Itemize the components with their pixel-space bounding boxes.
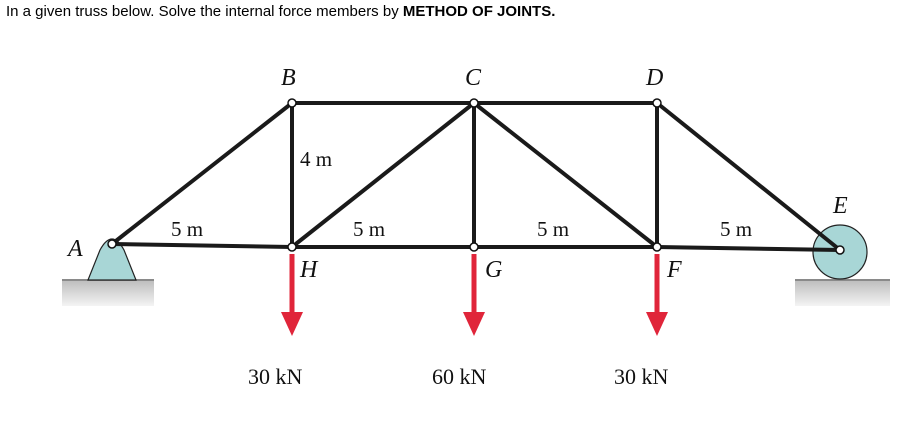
node-label-E: E [832, 193, 848, 219]
load-arrow-G-head [463, 312, 485, 336]
joints [107, 98, 845, 255]
truss-members [110, 101, 842, 252]
load-label-G: 60 kN [432, 364, 487, 389]
node-label-B: B [281, 65, 296, 91]
problem-statement: In a given truss below. Solve the intern… [6, 3, 555, 20]
joint-G [469, 242, 479, 252]
joint-H [287, 242, 297, 252]
node-label-A: A [66, 236, 83, 262]
member-AH [110, 242, 294, 249]
node-label-D: D [645, 65, 663, 91]
member-HC [290, 101, 476, 249]
load-arrows [281, 254, 668, 336]
joint-C [469, 98, 479, 108]
ground-right [795, 280, 890, 306]
pin-support-A [87, 238, 137, 281]
node-label-C: C [465, 65, 482, 91]
joint-F [652, 242, 662, 252]
member-AB [110, 101, 294, 246]
problem-text: In a given truss below. Solve the intern… [6, 3, 403, 20]
member-DE [655, 101, 842, 252]
load-label-H: 30 kN [248, 364, 303, 389]
node-label-F: F [666, 257, 682, 283]
dimension-HC: 5 m [353, 217, 385, 241]
joint-D [652, 98, 662, 108]
dimension-CF: 5 m [537, 217, 569, 241]
joint-A [107, 239, 117, 249]
dimension-BH: 4 m [300, 147, 332, 171]
load-arrow-F-head [646, 312, 668, 336]
dimension-AB: 5 m [171, 217, 203, 241]
member-CF [472, 101, 659, 249]
problem-emphasis: METHOD OF JOINTS. [402, 3, 556, 20]
ground-left [62, 280, 154, 306]
node-label-H: H [299, 257, 319, 283]
load-label-F: 30 kN [614, 364, 669, 389]
member-FE [655, 245, 842, 252]
dimension-DE: 5 m [720, 217, 752, 241]
joint-B [287, 98, 297, 108]
load-arrow-H-head [281, 312, 303, 336]
node-label-G: G [485, 257, 502, 283]
joint-E [835, 245, 845, 255]
